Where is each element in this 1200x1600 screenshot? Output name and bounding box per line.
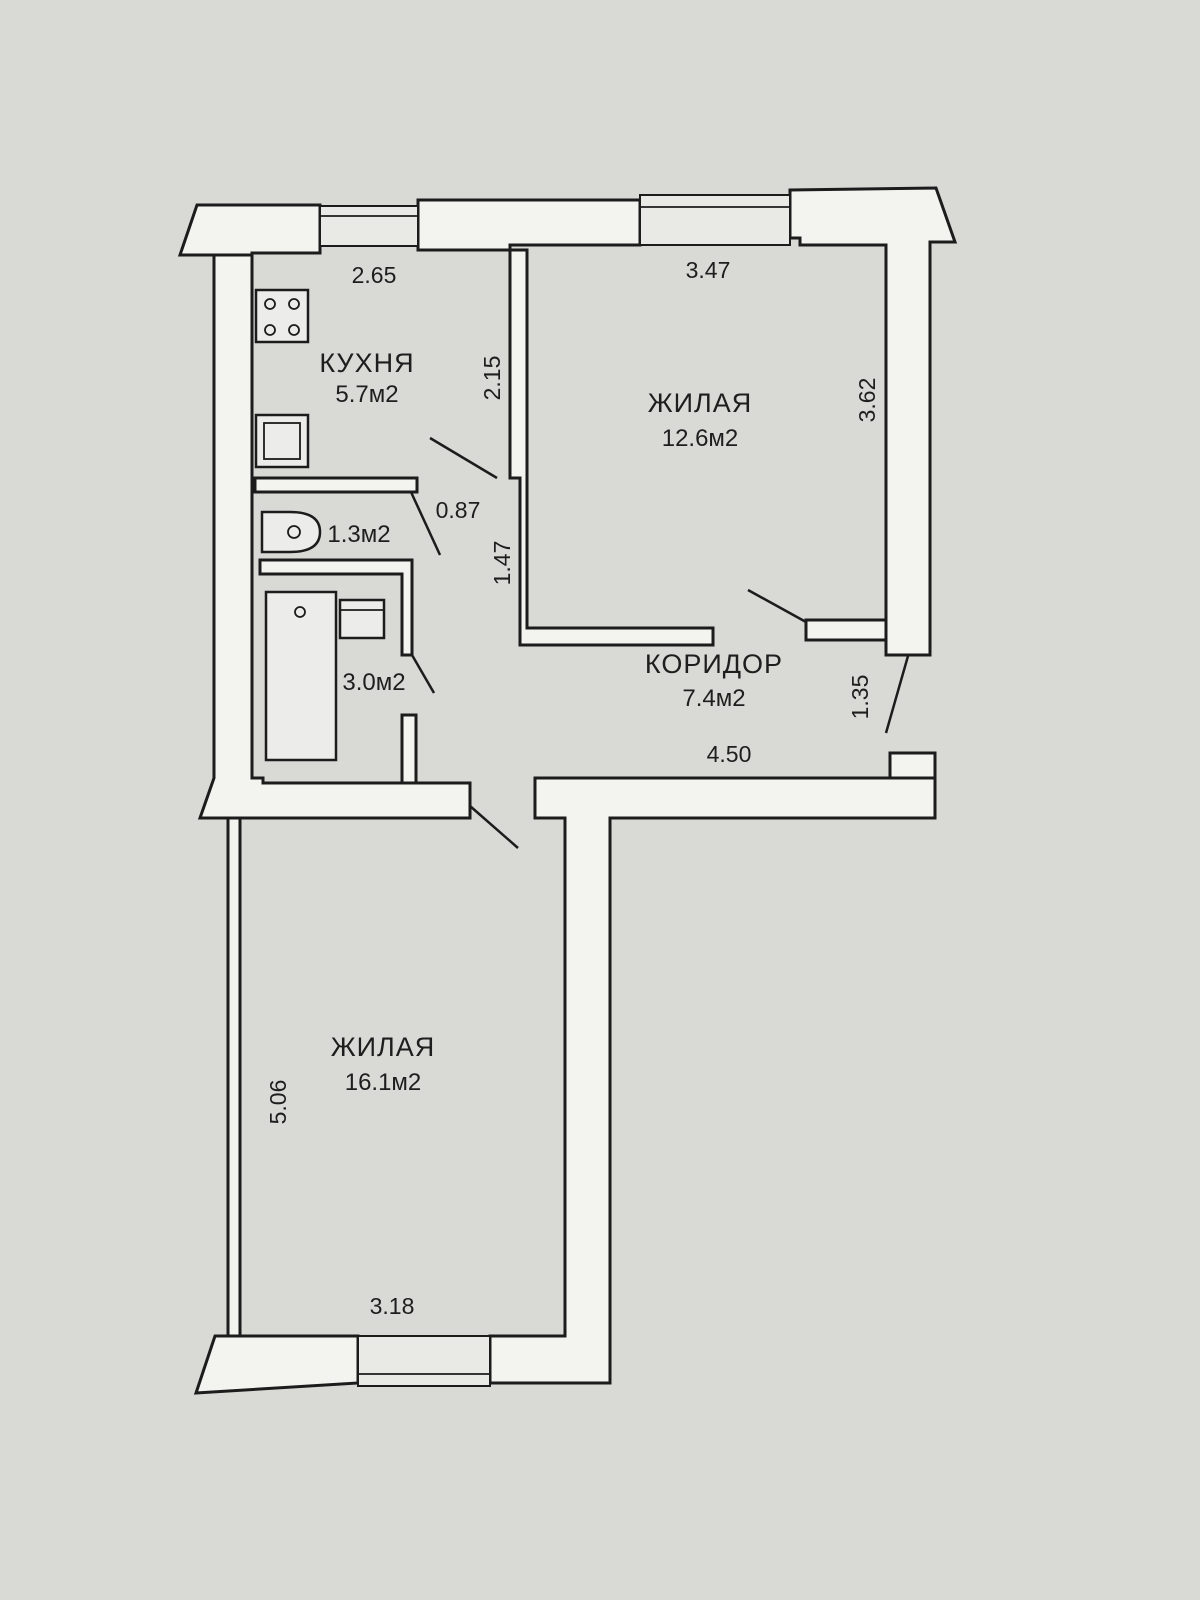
wall-left-exterior: [197, 253, 472, 820]
window-kitchen: [319, 205, 419, 247]
toilet-area: 1.3м2: [327, 521, 390, 548]
burner-icon: [288, 298, 300, 310]
burner-icon: [264, 298, 276, 310]
dimension-labels: 2.65 3.47 2.15 3.62 0.87 1.47 1.35 4.50 …: [265, 257, 880, 1319]
dimension-kitchen-width: 2.65: [352, 262, 397, 288]
living-1-area: 12.6м2: [662, 425, 739, 452]
dimension-toilet-width: 0.87: [436, 497, 481, 523]
wall-top-right-corner: [788, 186, 958, 657]
door-kitchen: [429, 436, 498, 480]
dimension-living-1-depth: 3.62: [854, 378, 880, 423]
wall-bath-jamb: [400, 713, 418, 785]
doors: [409, 436, 910, 849]
stove: [254, 288, 310, 344]
dimension-living-2-width: 3.18: [370, 1293, 415, 1319]
bathtub-drain-icon: [294, 606, 306, 618]
kitchen-sink-basin: [263, 422, 301, 460]
wall-kitchen-living-1: [508, 248, 715, 647]
dimension-living-2-depth: 5.06: [265, 1080, 291, 1125]
fixtures: [254, 288, 386, 762]
wall-right-living-2: [488, 776, 937, 1385]
dimension-kitchen-depth: 2.15: [479, 356, 505, 401]
wall-top-middle: [416, 198, 642, 252]
dimension-bath-depth: 1.47: [489, 541, 515, 586]
burner-icon: [264, 324, 276, 336]
toilet-bowl: [260, 510, 322, 554]
window-living-1: [639, 194, 791, 246]
door-living-1: [747, 588, 807, 624]
wall-entrance-jamb: [888, 751, 937, 780]
kitchen-name: КУХНЯ: [319, 348, 414, 378]
room-labels: КУХНЯ 5.7м2 ЖИЛАЯ 12.6м2 1.3м2 3.0м2 КОР…: [319, 348, 783, 1096]
walls: [177, 186, 958, 1395]
living-2-area: 16.1м2: [345, 1069, 422, 1096]
wall-kitchen-toilet: [253, 476, 419, 494]
living-1-name: ЖИЛАЯ: [648, 388, 753, 418]
corridor-area: 7.4м2: [682, 685, 745, 712]
dimension-corridor-length: 4.50: [707, 741, 752, 767]
corridor-name: КОРИДОР: [645, 649, 783, 679]
window-living-2: [357, 1335, 491, 1387]
living-2-name: ЖИЛАЯ: [331, 1032, 436, 1062]
washbasin: [338, 598, 386, 640]
bathtub: [264, 590, 338, 762]
wall-left-living-2: [226, 816, 242, 1338]
dimension-entry-width: 1.35: [847, 675, 873, 720]
bathroom-area: 3.0м2: [342, 669, 405, 696]
door-toilet: [409, 491, 442, 556]
door-bathroom: [410, 654, 436, 694]
door-entrance: [884, 655, 910, 734]
wall-bottom-left-corner: [193, 1334, 360, 1395]
wall-living-1-door-jamb: [804, 618, 888, 642]
dimension-living-1-width: 3.47: [686, 257, 731, 283]
wall-top-left-corner: [177, 203, 322, 264]
wall-toilet-bath: [258, 558, 414, 657]
burner-icon: [288, 324, 300, 336]
toilet-seat-icon: [287, 525, 301, 539]
door-living-2: [469, 805, 519, 849]
kitchen-area: 5.7м2: [335, 381, 398, 408]
